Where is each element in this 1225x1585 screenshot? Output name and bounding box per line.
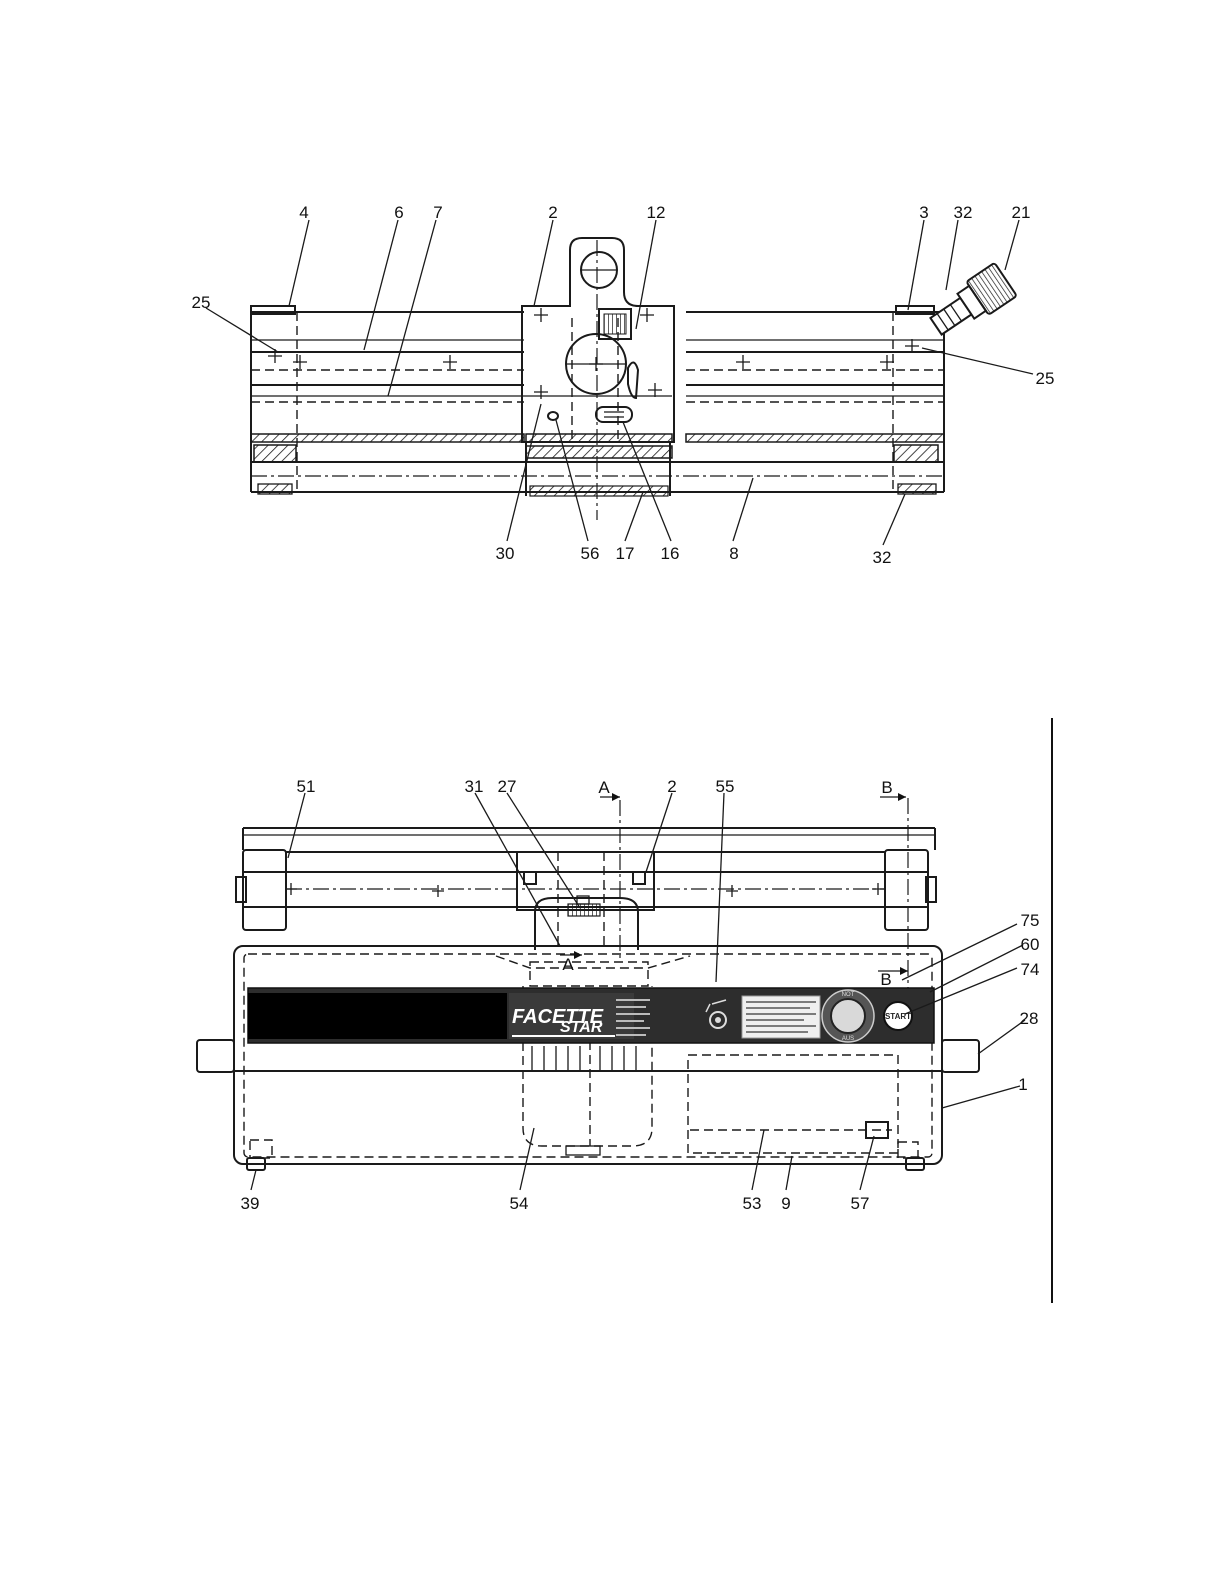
control-panel: FACETTE STAR	[248, 988, 934, 1043]
section-a-label-lower: A	[562, 955, 574, 974]
callout-31: 31	[465, 777, 484, 796]
section-b-label: B	[881, 778, 892, 797]
callout-2: 2	[667, 777, 676, 796]
emergency-stop-button[interactable]: NOT AUS	[822, 990, 874, 1042]
callout-6: 6	[394, 203, 403, 222]
callout-7: 7	[433, 203, 442, 222]
callout-9: 9	[781, 1194, 790, 1213]
callout-51: 51	[297, 777, 316, 796]
callout-32: 32	[954, 203, 973, 222]
callout-3: 3	[919, 203, 928, 222]
callout-17: 17	[616, 544, 635, 563]
callout-32-bottom: 32	[873, 548, 892, 567]
callout-8: 8	[729, 544, 738, 563]
callout-21: 21	[1012, 203, 1031, 222]
callout-75: 75	[1021, 911, 1040, 930]
right-rail	[686, 306, 944, 494]
callout-2: 2	[548, 203, 557, 222]
callout-25-right: 25	[1036, 369, 1055, 388]
stop-label-bottom: AUS	[842, 1036, 854, 1042]
start-button[interactable]: START	[884, 1002, 912, 1030]
callout-54: 54	[510, 1194, 529, 1213]
section-markers	[560, 793, 908, 975]
redacted-label	[248, 993, 507, 1039]
section-a-label: A	[598, 778, 610, 797]
stop-label-top: NOT	[842, 992, 855, 998]
callout-28: 28	[1020, 1009, 1039, 1028]
adjustment-knob	[925, 263, 1017, 343]
callout-30: 30	[496, 544, 515, 563]
callout-56: 56	[581, 544, 600, 563]
front-view: FACETTE STAR	[197, 777, 1039, 1213]
callout-74: 74	[1021, 960, 1040, 979]
callout-12: 12	[647, 203, 666, 222]
callout-39: 39	[241, 1194, 260, 1213]
callout-1: 1	[1018, 1075, 1027, 1094]
carriage	[522, 238, 674, 520]
brand-star: STAR	[560, 1019, 603, 1036]
callout-27: 27	[498, 777, 517, 796]
left-rail	[251, 306, 524, 494]
rail-assembly	[236, 798, 936, 1010]
callout-25-left: 25	[192, 293, 211, 312]
callout-16: 16	[661, 544, 680, 563]
callout-53: 53	[743, 1194, 762, 1213]
callout-60: 60	[1021, 935, 1040, 954]
callout-57: 57	[851, 1194, 870, 1213]
housing	[197, 946, 979, 1170]
section-b-label-lower: B	[880, 970, 891, 989]
top-view: 4 6 7 2 12 3 32 21 25 25 30 56 17 16 8 3…	[192, 203, 1055, 567]
callout-55: 55	[716, 777, 735, 796]
callout-4: 4	[299, 203, 308, 222]
